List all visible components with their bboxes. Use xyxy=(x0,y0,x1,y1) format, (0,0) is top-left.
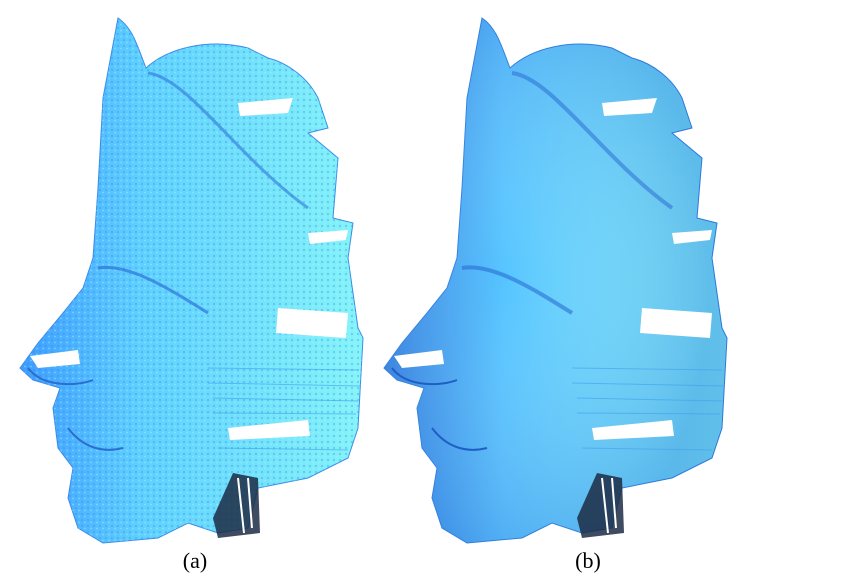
noisy-face-mesh-render xyxy=(19,17,364,544)
eyebrow-ridge xyxy=(97,265,209,315)
hair-gaps xyxy=(592,98,712,440)
panel-a-noisy-mesh xyxy=(8,8,408,548)
caption-b: (b) xyxy=(575,548,601,573)
nostril xyxy=(30,350,80,368)
panel-b-smooth-mesh xyxy=(372,8,772,548)
ear-crease xyxy=(511,71,674,210)
ear-crease xyxy=(147,71,309,210)
eyebrow-ridge xyxy=(461,265,574,315)
smooth-face-mesh-render xyxy=(383,17,728,544)
nostril xyxy=(394,350,444,368)
caption-a: (a) xyxy=(182,548,208,573)
hair-gaps xyxy=(228,98,348,440)
